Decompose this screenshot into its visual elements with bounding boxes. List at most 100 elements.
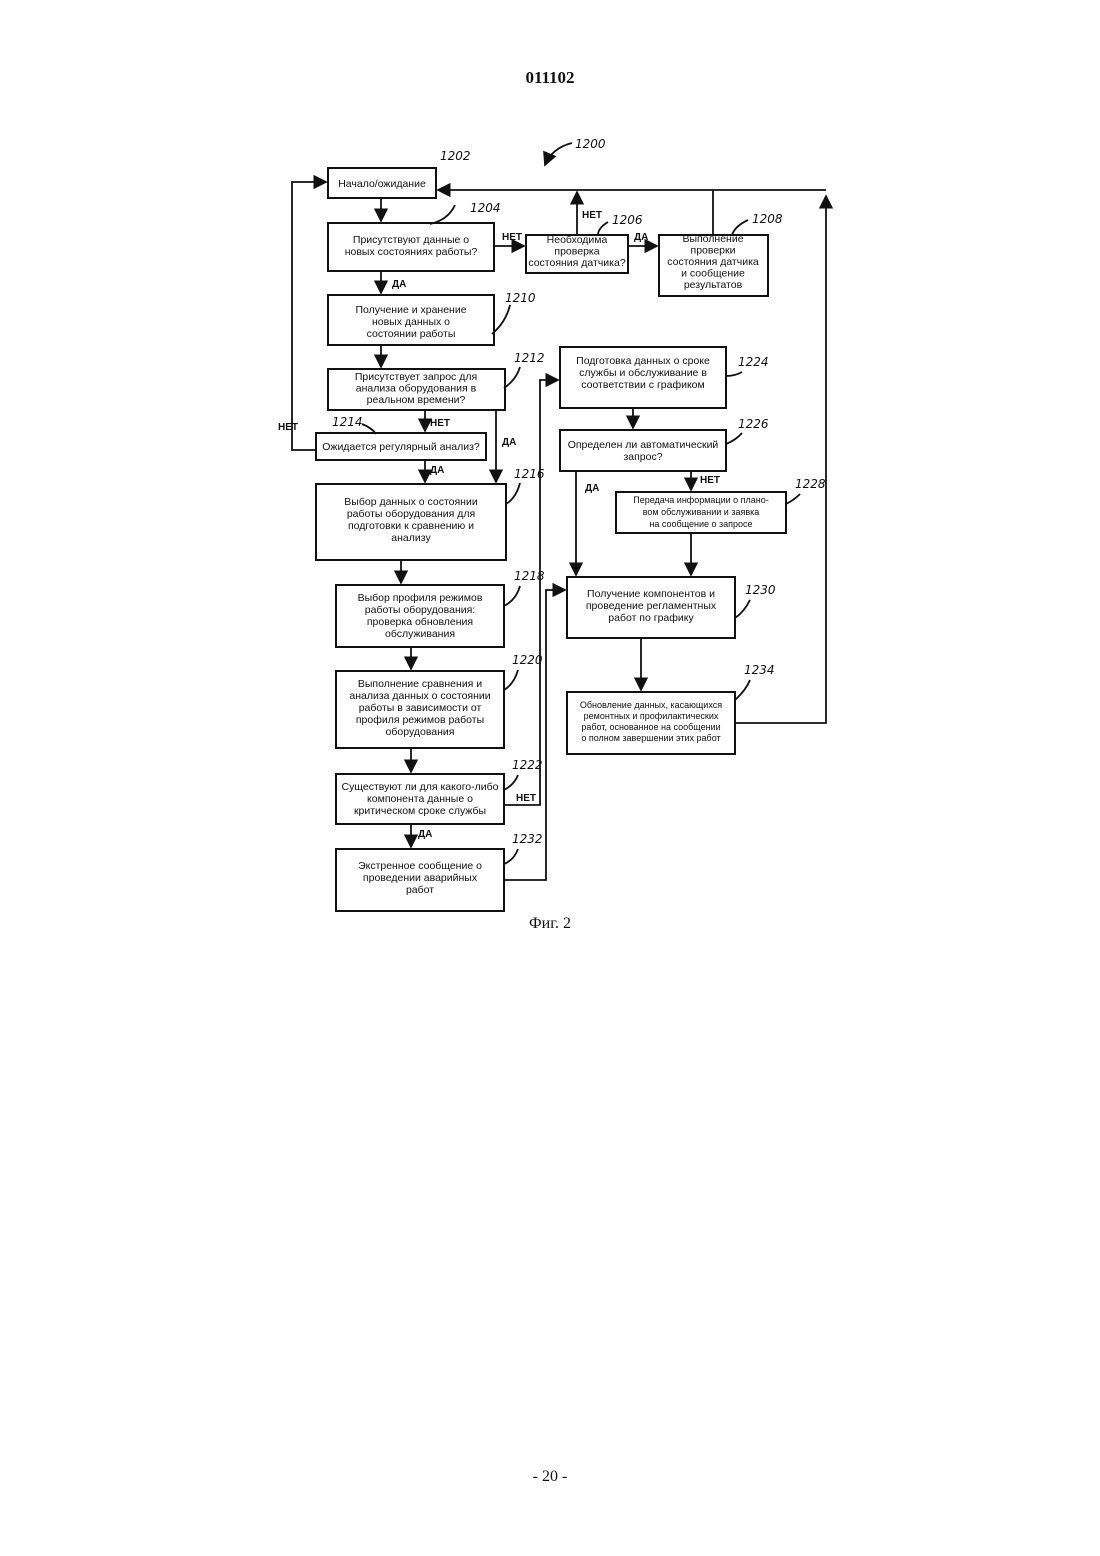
box-text-line: Подготовка данных о сроке	[576, 355, 710, 367]
box-1220: Выполнение сравнения ианализа данных о с…	[336, 653, 543, 748]
box-1210-text: Получение и хранениеновых данных осостоя…	[355, 304, 466, 340]
page-number: - 20 -	[0, 1468, 1100, 1486]
box-1232: Экстренное сообщение опроведении аварийн…	[336, 832, 543, 911]
box-text-line: Получение компонентов и	[587, 588, 715, 600]
box-text-line: Выполнение сравнения и	[358, 678, 482, 690]
box-text-line: анализу	[391, 532, 431, 544]
box-text-line: проверки	[691, 245, 736, 257]
box-1216: Выбор данных о состоянииработы оборудова…	[316, 467, 545, 560]
ref-1232: 1232	[512, 832, 543, 846]
box-text-line: компонента данные о	[367, 793, 473, 805]
box-text-line: и сообщение	[681, 268, 745, 280]
box-text-line: состоянии работы	[367, 328, 456, 340]
label-no-1204: НЕТ	[502, 232, 522, 243]
box-text-line: Присутствует запрос для	[355, 371, 477, 383]
label-yes-1214: ДА	[430, 465, 444, 476]
box-text-line: работы в зависимости от	[359, 702, 482, 714]
box-text-line: работ, основанное на сообщении	[581, 722, 720, 732]
label-yes-1222: ДА	[418, 829, 432, 840]
box-text-line: вом обслуживании и заявка	[643, 507, 760, 517]
box-text-line: результатов	[684, 279, 743, 291]
box-text-line: Присутствуют данные о	[353, 234, 469, 246]
ref-1220: 1220	[512, 653, 543, 667]
ref-1210: 1210	[505, 291, 536, 305]
box-1204-text: Присутствуют данные оновых состояниях ра…	[345, 234, 478, 258]
label-yes-1226: ДА	[585, 483, 599, 494]
box-text-line: реальном времени?	[367, 394, 466, 406]
box-1204: Присутствуют данные оновых состояниях ра…	[328, 201, 501, 271]
box-1214: Ожидается регулярный анализ? 1214	[316, 415, 486, 460]
box-1224-text: Подготовка данных о срокеслужбы и обслуж…	[576, 355, 710, 391]
box-1212-text: Присутствует запрос дляанализа оборудова…	[355, 371, 477, 406]
box-text-line: подготовки к сравнению и	[348, 520, 474, 532]
box-text-line: состояния датчика	[667, 256, 759, 268]
box-text-line: службы и обслуживание в	[579, 367, 707, 379]
box-text-line: профиля режимов работы	[356, 714, 484, 726]
box-text-line: о полном завершении этих работ	[581, 733, 720, 743]
box-text-line: Передача информации о плано-	[633, 495, 768, 505]
ref-1204: 1204	[470, 201, 501, 215]
box-1224: Подготовка данных о срокеслужбы и обслуж…	[560, 347, 769, 408]
box-1222: Существуют ли для какого-либокомпонента …	[336, 758, 543, 824]
box-text-line: соответствии с графиком	[581, 379, 705, 391]
box-1226: Определен ли автоматическийзапрос? 1226	[560, 417, 769, 471]
ref-1214: 1214	[332, 415, 363, 429]
label-no-1206: НЕТ	[582, 210, 602, 221]
box-text-line: Ожидается регулярный анализ?	[322, 441, 480, 453]
ref-1224: 1224	[738, 355, 769, 369]
box-1214-text: Ожидается регулярный анализ?	[322, 441, 480, 453]
box-text-line: запрос?	[623, 451, 662, 463]
box-1202-text: Начало/ожидание	[338, 178, 426, 190]
label-no-1226: НЕТ	[700, 475, 720, 486]
box-text-line: Определен ли автоматический	[568, 439, 719, 451]
box-text-line: Получение и хранение	[355, 304, 466, 316]
box-text-line: анализа оборудования в	[356, 383, 477, 395]
ref-1226: 1226	[738, 417, 769, 431]
box-text-line: Необходима	[547, 234, 608, 246]
box-text-line: обслуживания	[385, 628, 455, 640]
figure-caption: Фиг. 2	[0, 915, 1100, 933]
box-1234: Обновление данных, касающихсяремонтных и…	[567, 663, 775, 754]
box-text-line: Обновление данных, касающихся	[580, 700, 722, 710]
label-yes-1206: ДА	[634, 232, 648, 243]
box-text-line: работы оборудования для	[347, 508, 475, 520]
ref-1222: 1222	[512, 758, 543, 772]
box-1208: Выполнениепроверкисостояния датчикаи соо…	[659, 212, 783, 296]
box-text-line: Существуют ли для какого-либо	[342, 781, 499, 793]
box-1228: Передача информации о плано-вом обслужив…	[616, 477, 826, 533]
box-text-line: новых состояниях работы?	[345, 246, 478, 258]
box-text-line: Экстренное сообщение о	[358, 860, 482, 872]
box-text-line: проверка обновления	[367, 616, 473, 628]
box-text-line: работ по графику	[608, 612, 694, 624]
box-text-line: состояния датчика?	[528, 257, 625, 269]
box-1206: Необходимапроверкасостояния датчика? 120…	[526, 213, 643, 273]
ref-1202: 1202	[440, 149, 471, 163]
box-text-line: оборудования	[386, 726, 455, 738]
box-text-line: работ	[406, 884, 434, 896]
box-text-line: работы оборудования:	[365, 604, 475, 616]
box-text-line: проведении аварийных	[363, 872, 478, 884]
label-no-1214: НЕТ	[278, 422, 298, 433]
box-text-line: Выбор данных о состоянии	[344, 496, 478, 508]
figure-ref-arrow	[545, 143, 572, 165]
box-text-line: Выбор профиля режимов	[358, 592, 483, 604]
box-text-line: новых данных о	[372, 316, 450, 328]
box-text-line: ремонтных и профилактических	[584, 711, 719, 721]
box-text-line: Начало/ожидание	[338, 178, 426, 190]
box-1234-text: Обновление данных, касающихсяремонтных и…	[580, 700, 722, 743]
label-yes-1204: ДА	[392, 279, 406, 290]
box-text-line: анализа данных о состоянии	[349, 690, 490, 702]
label-no-1212: НЕТ	[430, 418, 450, 429]
box-text-line: на сообщение о запросе	[649, 519, 752, 529]
ref-1206: 1206	[612, 213, 643, 227]
box-1218: Выбор профиля режимовработы оборудования…	[336, 569, 545, 647]
ref-1228: 1228	[795, 477, 826, 491]
box-text-line: критическом сроке службы	[354, 805, 486, 817]
label-no-1222: НЕТ	[516, 793, 536, 804]
box-text-line: проверка	[554, 246, 599, 258]
ref-1234: 1234	[744, 663, 775, 677]
box-1228-text: Передача информации о плано-вом обслужив…	[633, 495, 768, 529]
figure-ref: 1200	[575, 137, 606, 151]
ref-1212: 1212	[514, 351, 545, 365]
